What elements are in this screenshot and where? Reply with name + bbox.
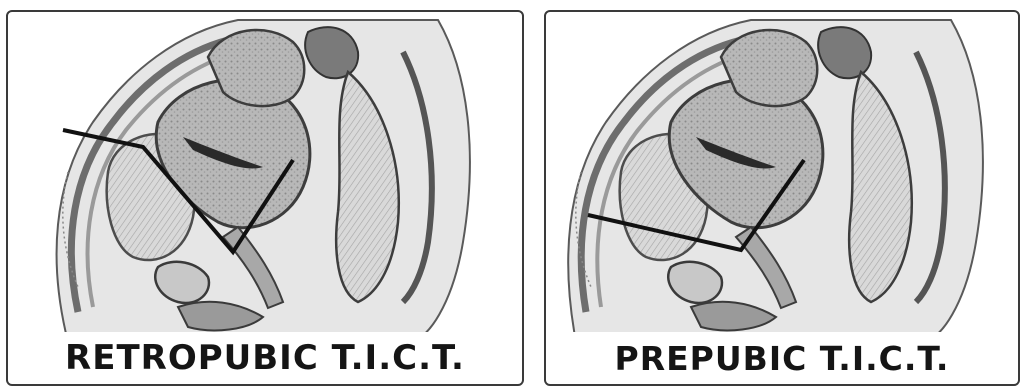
- pelvic-section-illustration: [546, 12, 1018, 332]
- panel-retropubic: RETROPUBIC T.I.C.T.: [6, 10, 524, 386]
- pelvic-section-illustration: [8, 12, 522, 332]
- panel-prepubic: PREPUBIC T.I.C.T.: [544, 10, 1020, 386]
- panel-caption: PREPUBIC T.I.C.T.: [546, 339, 1018, 378]
- panel-caption: RETROPUBIC T.I.C.T.: [8, 338, 522, 378]
